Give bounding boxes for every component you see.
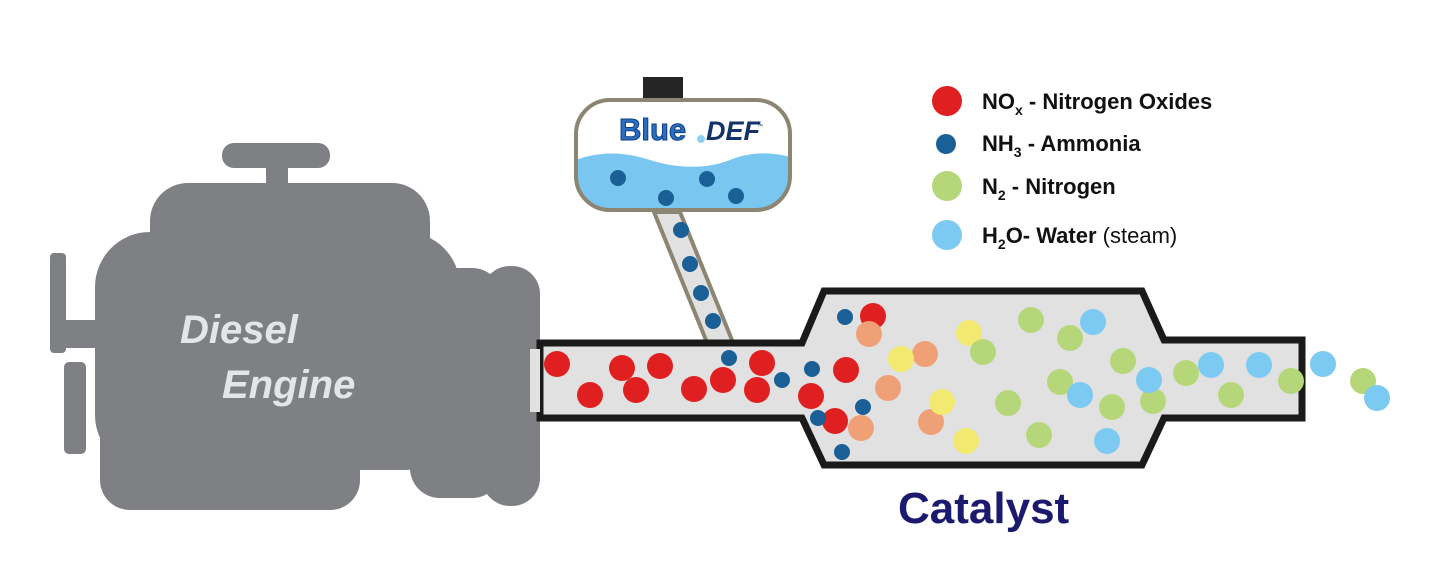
nh3-molecule: [804, 361, 820, 377]
legend-sub-n2: 2: [998, 187, 1006, 203]
tank-outline: [574, 98, 792, 212]
nox-molecule: [647, 353, 673, 379]
nox-molecule: [544, 351, 570, 377]
nh3-molecule: [721, 350, 737, 366]
orange-molecule: [875, 375, 901, 401]
orange-molecule: [918, 409, 944, 435]
n2-molecule: [1110, 348, 1136, 374]
n2-molecule: [1173, 360, 1199, 386]
h2o-molecule: [1136, 367, 1162, 393]
nox-molecule: [744, 377, 770, 403]
nh3-molecule: [705, 313, 721, 329]
legend-label-nh3: - Ammonia: [1022, 131, 1142, 156]
nh3-molecule: [810, 410, 826, 426]
logo-blue-text: Blue: [619, 112, 686, 147]
n2-molecule: [1218, 382, 1244, 408]
h2o-molecule: [1067, 382, 1093, 408]
legend-label-h2o: O- Water: [1006, 223, 1097, 248]
svg-text:NH3 - Ammonia: NH3 - Ammonia: [982, 131, 1141, 160]
legend-formula-nox: NO: [982, 89, 1015, 114]
diesel-engine: Diesel Engine: [50, 143, 540, 510]
legend-formula-n2: N: [982, 174, 998, 199]
orange-molecule: [848, 415, 874, 441]
n2-molecule: [1026, 422, 1052, 448]
logo-def-text: DEF: [706, 116, 762, 146]
nox-molecule: [798, 383, 824, 409]
legend-label-nox: - Nitrogen Oxides: [1023, 89, 1212, 114]
nox-molecule: [577, 382, 603, 408]
h2o-molecule: [1310, 351, 1336, 377]
nh3-molecule: [834, 444, 850, 460]
h2o-molecule: [1364, 385, 1390, 411]
nox-molecule: [822, 408, 848, 434]
n2-molecule: [1018, 307, 1044, 333]
exhaust-pipe-catalyst: [536, 287, 1306, 469]
catalyst-label: Catalyst: [898, 484, 1070, 533]
legend-formula-h2o: H: [982, 223, 998, 248]
legend-item-nh3: NH3 - Ammonia: [936, 131, 1141, 160]
n2-molecule: [1047, 369, 1073, 395]
n2-molecule: [1057, 325, 1083, 351]
yellow-molecule: [953, 428, 979, 454]
n2-molecule: [970, 339, 996, 365]
h2o-molecule: [1094, 428, 1120, 454]
nox-molecule: [623, 377, 649, 403]
legend-sub-h2o: 2: [998, 236, 1006, 252]
h2o-molecule: [1246, 352, 1272, 378]
legend-sub-nh3: 3: [1014, 144, 1022, 160]
nh3-molecule: [855, 399, 871, 415]
n2-molecule: [995, 390, 1021, 416]
h2o-molecule: [1080, 309, 1106, 335]
legend-swatch-n2: [932, 171, 962, 201]
h2o-molecule: [1198, 352, 1224, 378]
nh3-molecule: [693, 285, 709, 301]
legend-sub-nox: x: [1015, 102, 1023, 118]
nh3-molecule: [658, 190, 674, 206]
legend-item-nox: NOx - Nitrogen Oxides: [932, 86, 1212, 118]
logo-trademark: ™: [757, 123, 763, 130]
nox-molecule: [833, 357, 859, 383]
nox-molecule: [609, 355, 635, 381]
nh3-molecule: [774, 372, 790, 388]
legend-formula-nh3: NH: [982, 131, 1014, 156]
orange-molecule: [856, 321, 882, 347]
orange-molecule: [912, 341, 938, 367]
legend-swatch-nh3: [936, 134, 956, 154]
nox-molecule: [681, 376, 707, 402]
engine-label-line2: Engine: [222, 363, 355, 407]
molecule-particles: [544, 170, 1390, 460]
legend-item-n2: N2 - Nitrogen: [932, 171, 1116, 203]
yellow-molecule: [888, 346, 914, 372]
legend-swatch-nox: [932, 86, 962, 116]
legend: NOx - Nitrogen Oxides NH3 - Ammonia N2 -…: [932, 86, 1212, 252]
nh3-molecule: [673, 222, 689, 238]
svg-text:N2 - Nitrogen: N2 - Nitrogen: [982, 174, 1116, 203]
nox-molecule: [710, 367, 736, 393]
tank-cap: [643, 77, 683, 101]
n2-molecule: [1099, 394, 1125, 420]
engine-label-line1: Diesel: [180, 308, 299, 352]
svg-text:H2O- Water (steam): H2O- Water (steam): [982, 223, 1177, 252]
yellow-molecule: [956, 320, 982, 346]
dosing-tube: [651, 210, 737, 347]
legend-extra-h2o: (steam): [1097, 223, 1178, 248]
nh3-molecule: [699, 171, 715, 187]
logo-drop-icon: [697, 135, 705, 143]
legend-swatch-h2o: [932, 220, 962, 250]
nh3-molecule: [682, 256, 698, 272]
yellow-molecule: [929, 389, 955, 415]
nh3-molecule: [728, 188, 744, 204]
nox-molecule: [749, 350, 775, 376]
nh3-molecule: [610, 170, 626, 186]
n2-molecule: [1140, 388, 1166, 414]
def-tank: Blue DEF ™: [574, 77, 792, 347]
legend-item-h2o: H2O- Water (steam): [932, 220, 1177, 252]
bluedef-logo: Blue DEF ™: [619, 112, 764, 148]
legend-label-n2: - Nitrogen: [1006, 174, 1116, 199]
n2-molecule: [1278, 368, 1304, 394]
nh3-molecule: [837, 309, 853, 325]
svg-text:NOx - Nitrogen Oxides: NOx - Nitrogen Oxides: [982, 89, 1212, 118]
